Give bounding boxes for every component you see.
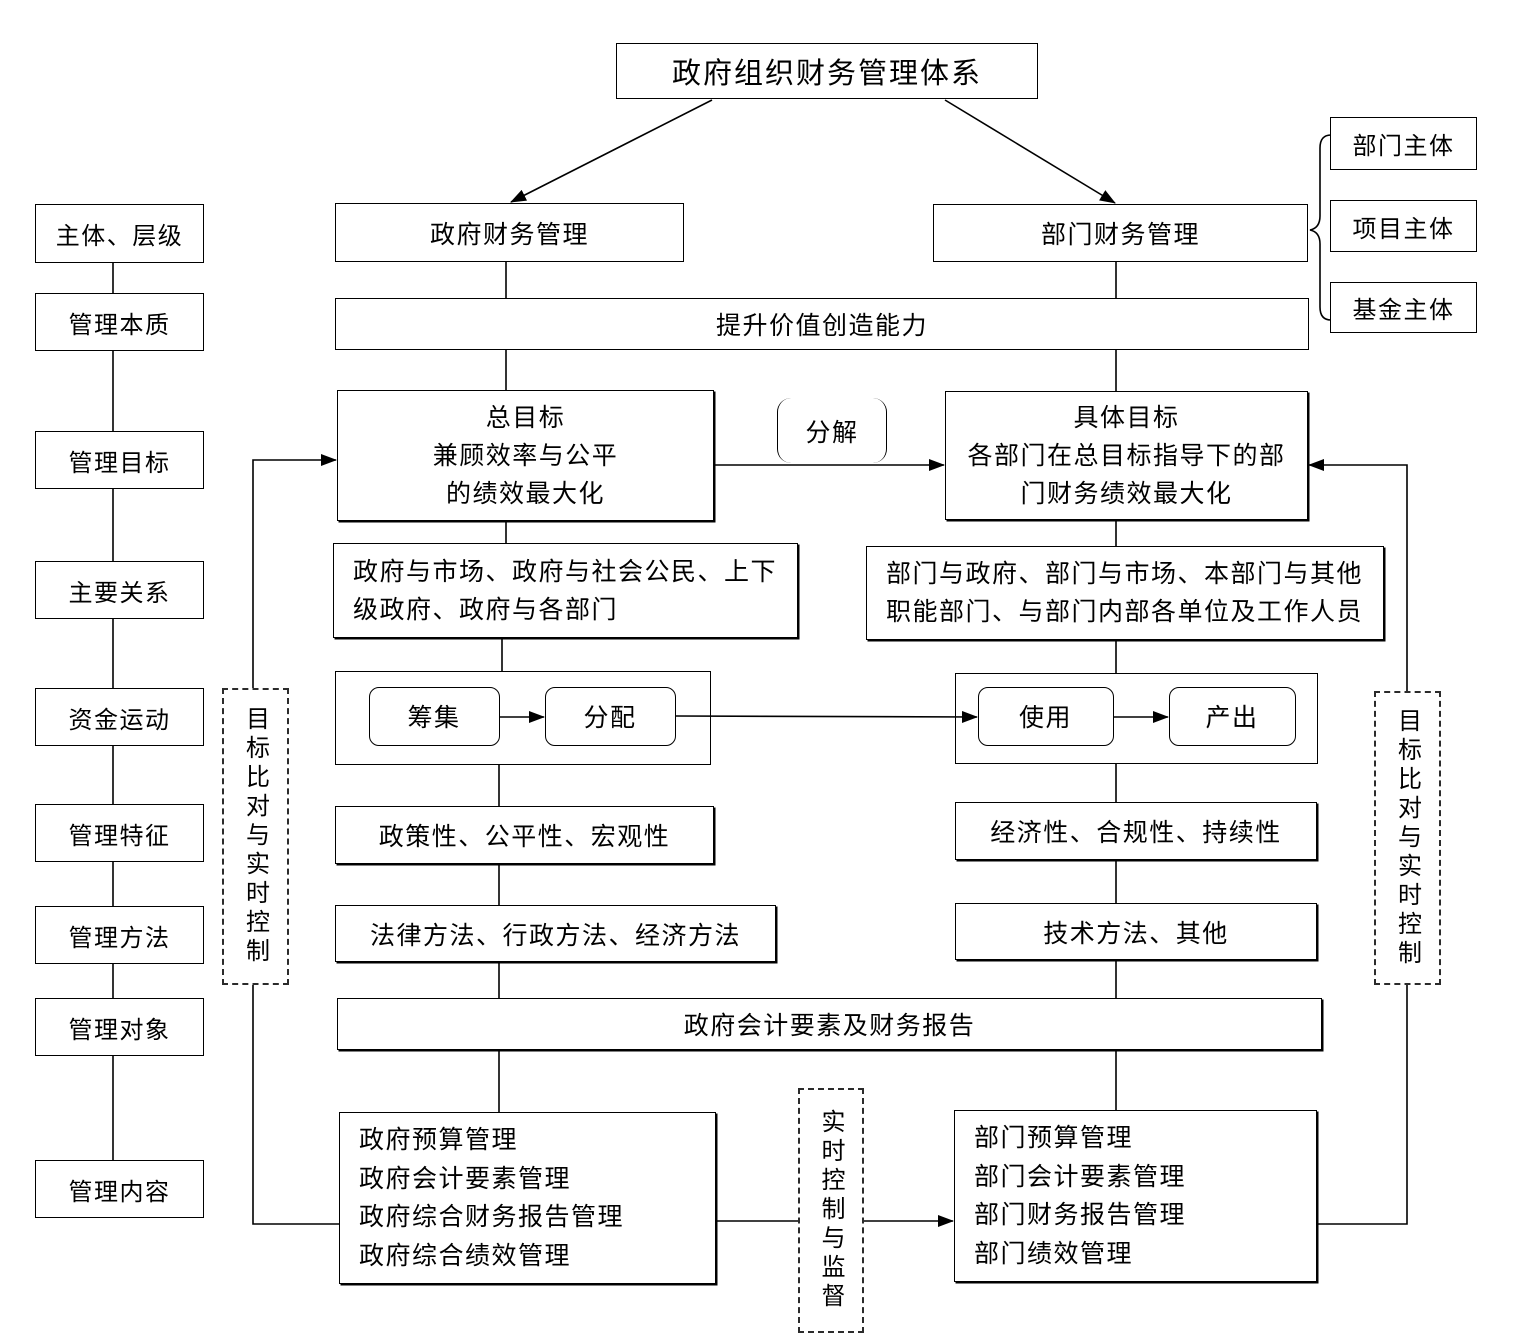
realtime-control-box: 实时控制与监督 xyxy=(798,1088,864,1333)
government-relations-line: 级政府、政府与各部门 xyxy=(353,594,619,624)
government-content-item: 政府预算管理 xyxy=(359,1125,519,1154)
government-goal-line: 的绩效最大化 xyxy=(445,478,605,508)
department-goal-line: 各部门在总目标指导下的部 xyxy=(967,440,1286,470)
government-header: 政府财务管理 xyxy=(335,203,684,262)
fund-raise-box: 筹集 xyxy=(368,686,500,746)
fund-use-box: 使用 xyxy=(977,686,1114,746)
department-goal-line: 具体目标 xyxy=(1073,402,1180,432)
government-content-item: 政府会计要素管理 xyxy=(359,1163,572,1193)
arrow-title-to-department xyxy=(944,99,1116,204)
dimension-features: 管理特征 xyxy=(35,804,204,862)
government-relations-line: 政府与市场、政府与社会公民、上下 xyxy=(353,556,778,586)
government-fund-flow-frame: 筹集 分配 xyxy=(335,671,711,765)
feedback-right-box: 目标比对与实时控制 xyxy=(1374,691,1441,985)
dimension-objects: 管理对象 xyxy=(35,998,204,1056)
dimension-goal: 管理目标 xyxy=(35,431,204,489)
dimension-fund-movement: 资金运动 xyxy=(35,688,204,746)
government-goal-line: 总目标 xyxy=(485,402,566,432)
subject-department: 部门主体 xyxy=(1330,117,1477,170)
arrow-title-to-government xyxy=(510,99,713,203)
department-content-item: 部门预算管理 xyxy=(974,1123,1134,1152)
department-goal-line: 门财务绩效最大化 xyxy=(1020,478,1233,508)
department-relations-box: 部门与政府、部门与市场、本部门与其他 职能部门、与部门内部各单位及工作人员 xyxy=(866,546,1384,640)
government-relations-box: 政府与市场、政府与社会公民、上下 级政府、政府与各部门 xyxy=(333,543,798,638)
feedback-left-label: 目标比对与实时控制 xyxy=(241,706,270,967)
government-goal-box: 总目标 兼顾效率与公平 的绩效最大化 xyxy=(337,390,714,521)
government-goal-line: 兼顾效率与公平 xyxy=(432,440,619,470)
feedback-right-label: 目标比对与实时控制 xyxy=(1393,707,1422,969)
reporting-box: 政府会计要素及财务报告 xyxy=(337,998,1322,1050)
fund-output-box: 产出 xyxy=(1168,686,1296,746)
government-features-box: 政策性、公平性、宏观性 xyxy=(335,806,714,864)
feedback-right-arrow-upper xyxy=(1308,459,1408,691)
government-content-item: 政府综合绩效管理 xyxy=(359,1240,572,1270)
feedback-right-line-lower xyxy=(1317,985,1408,1225)
department-relations-line: 职能部门、与部门内部各单位及工作人员 xyxy=(886,597,1364,626)
page-title: 政府组织财务管理体系 xyxy=(616,43,1038,99)
dimension-relations: 主要关系 xyxy=(35,561,204,619)
subject-project: 项目主体 xyxy=(1330,200,1477,252)
department-content-item: 部门绩效管理 xyxy=(974,1238,1134,1268)
department-features-box: 经济性、合规性、持续性 xyxy=(955,802,1317,860)
department-header: 部门财务管理 xyxy=(933,204,1308,262)
dimension-contents: 管理内容 xyxy=(35,1160,204,1218)
department-content-item: 部门财务报告管理 xyxy=(974,1200,1187,1229)
subject-fund: 基金主体 xyxy=(1330,282,1477,333)
feedback-left-box: 目标比对与实时控制 xyxy=(222,688,289,985)
department-contents-box: 部门预算管理 部门会计要素管理 部门财务报告管理 部门绩效管理 xyxy=(954,1110,1317,1282)
department-fund-flow-frame: 使用 产出 xyxy=(955,673,1318,764)
department-methods-box: 技术方法、其他 xyxy=(955,903,1317,960)
feedback-left-arrow-upper xyxy=(252,454,337,688)
department-content-item: 部门会计要素管理 xyxy=(974,1161,1187,1191)
government-methods-box: 法律方法、行政方法、经济方法 xyxy=(335,905,776,962)
value-creation-box: 提升价值创造能力 xyxy=(335,298,1309,350)
arrow-allocate-to-use xyxy=(675,710,978,723)
dimension-methods: 管理方法 xyxy=(35,906,204,964)
government-content-item: 政府综合财务报告管理 xyxy=(359,1202,625,1231)
subject-brace xyxy=(1309,134,1332,321)
department-relations-line: 部门与政府、部门与市场、本部门与其他 xyxy=(886,559,1364,588)
fund-allocate-box: 分配 xyxy=(544,686,676,746)
dimension-subject-level: 主体、层级 xyxy=(35,204,204,263)
decompose-label: 分解 xyxy=(777,398,887,463)
government-contents-box: 政府预算管理 政府会计要素管理 政府综合财务报告管理 政府综合绩效管理 xyxy=(339,1112,716,1284)
feedback-left-line-lower xyxy=(252,985,339,1225)
dimension-essence: 管理本质 xyxy=(35,293,204,351)
realtime-control-label: 实时控制与监督 xyxy=(817,1109,845,1312)
department-goal-box: 具体目标 各部门在总目标指导下的部 门财务绩效最大化 xyxy=(945,391,1308,520)
